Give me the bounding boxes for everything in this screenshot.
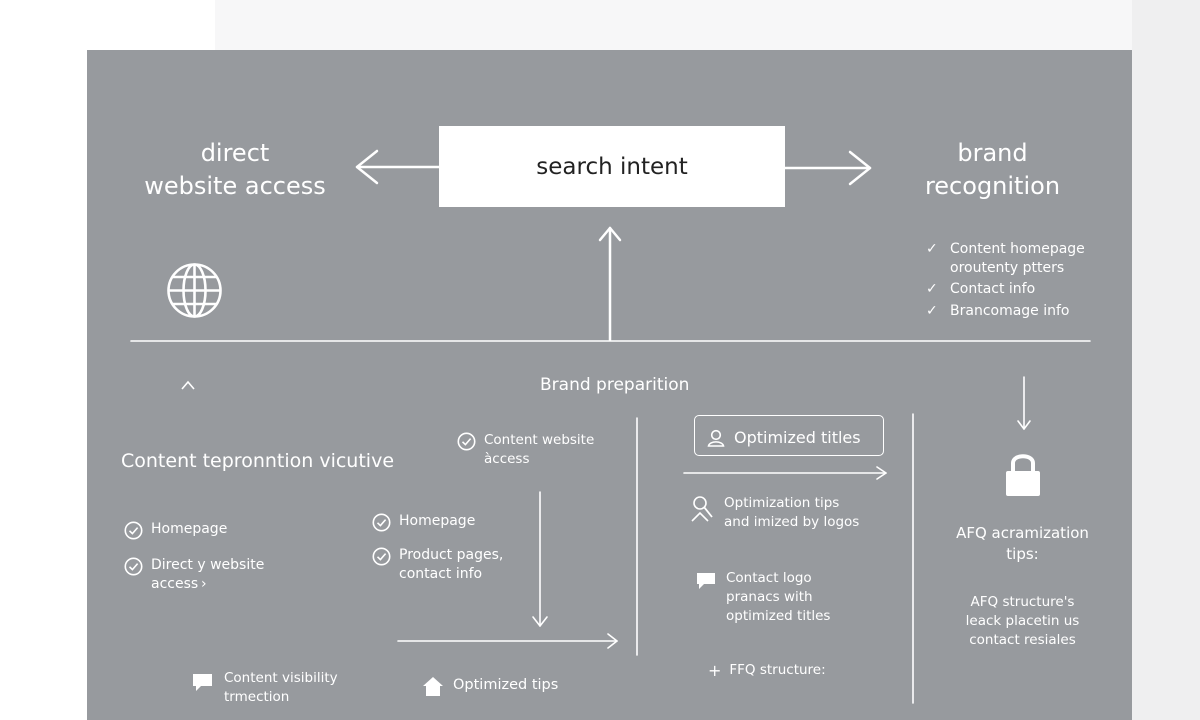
check-mark-icon: ✓ (926, 303, 938, 319)
search-person-icon (691, 496, 713, 522)
list-item: ✓ Content homepage oroutenty ptters (926, 241, 1085, 276)
list-item: Direct y website access › (124, 556, 264, 594)
list-item: Optimized tips (421, 674, 558, 697)
list-item: Homepage (124, 520, 227, 540)
check-mark-icon: ✓ (926, 281, 938, 297)
check-circle-icon (124, 521, 143, 540)
list-item: Product pages, contact info (372, 546, 503, 584)
globe-icon (167, 263, 222, 318)
list-item: + FFQ structure: (708, 661, 826, 680)
check-circle-icon (372, 513, 391, 532)
node-afq-tips: AFQ acramization tips: (956, 524, 1089, 563)
user-icon (707, 429, 725, 447)
page-margin-right (1132, 0, 1200, 720)
list-item: Content visibility trmection (190, 669, 338, 707)
list-item: Content website àccess (457, 431, 594, 469)
optimized-titles-item: Optimized titles (706, 427, 861, 448)
list-item: Contact logo pranacs with optimized titl… (694, 569, 830, 626)
node-direct-website-access: direct website access (144, 139, 326, 200)
list-item: Homepage (372, 512, 475, 532)
node-afq-structure-note: AFQ structure's leack placetin us contac… (965, 594, 1080, 648)
check-circle-icon (372, 547, 391, 566)
chat-bubble-icon (697, 573, 715, 589)
chat-bubble-icon (193, 674, 212, 691)
node-content-heading: Content tepronntion vicutive (121, 450, 395, 472)
caret-up-icon (181, 380, 195, 390)
home-icon (423, 677, 443, 696)
check-circle-icon (124, 557, 143, 576)
check-mark-icon: ✓ (926, 241, 938, 257)
node-brand-recognition: brand recognition (924, 139, 1061, 200)
plus-icon: + (708, 661, 722, 680)
optimized-titles-box (694, 415, 884, 456)
list-item: ✓ Contact info (926, 281, 1036, 297)
node-brand-preparation: Brand preparition (540, 375, 690, 395)
lock-icon (1006, 454, 1040, 496)
search-intent-label: search intent (536, 153, 688, 180)
list-item: Optimization tips and imized by logos (690, 494, 859, 532)
node-search-intent: search intent (439, 126, 785, 207)
list-item: ✓ Brancomage info (926, 303, 1070, 319)
check-circle-icon (457, 432, 476, 451)
